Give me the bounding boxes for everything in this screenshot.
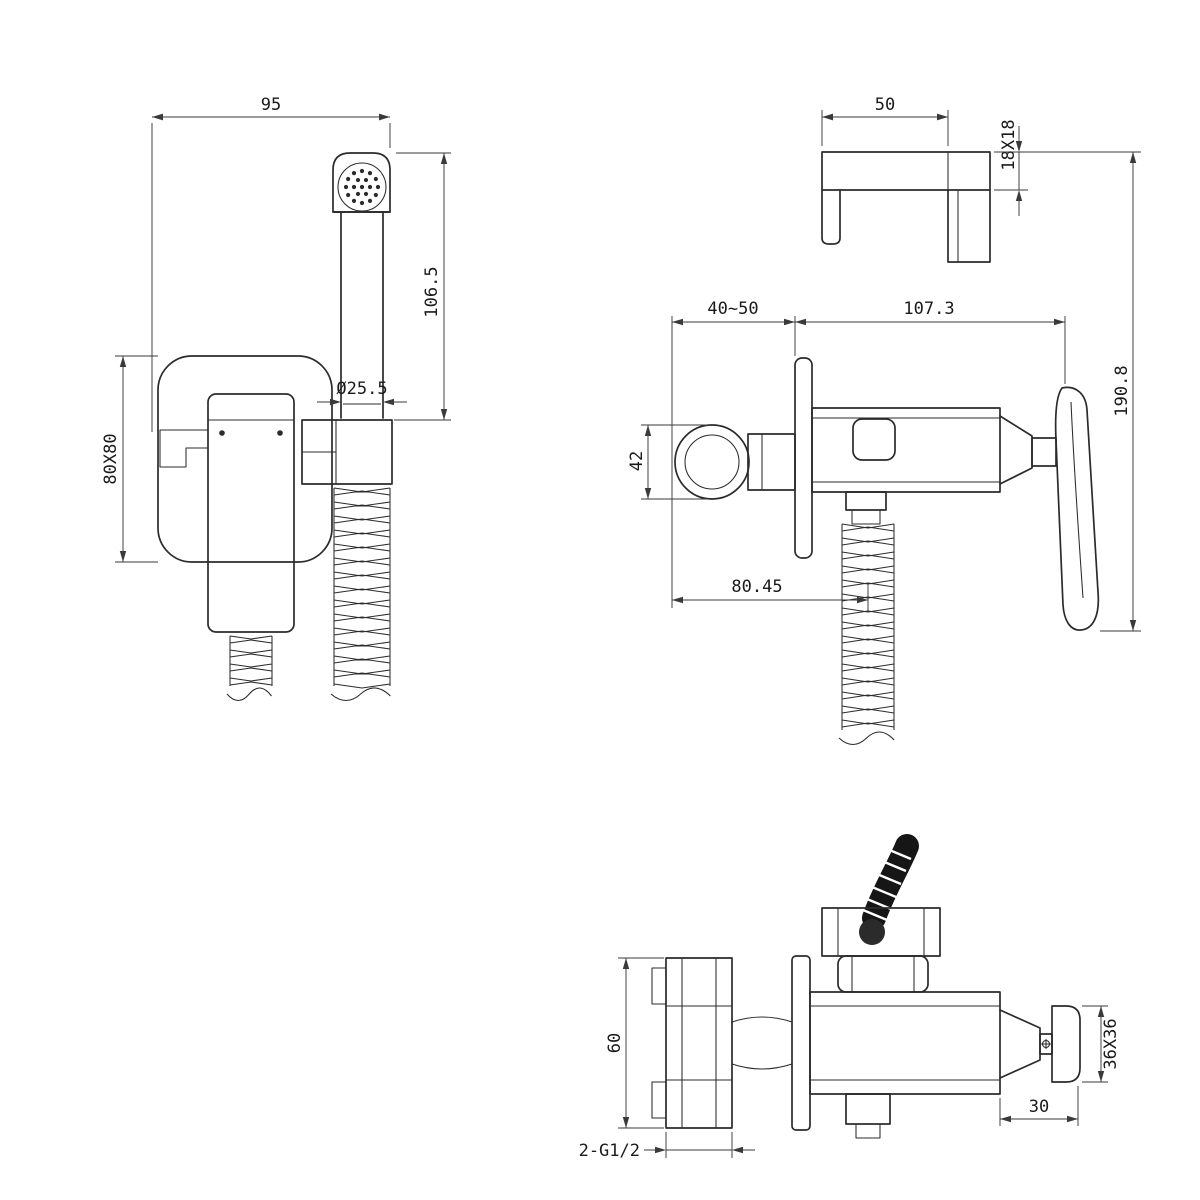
- wall-plate: [157, 355, 333, 563]
- plate-hook: [159, 429, 208, 468]
- diverter-button: [852, 418, 896, 461]
- handle-screw-left: [219, 430, 225, 436]
- valve-body: [811, 407, 1057, 525]
- coiled-hose-dark: [862, 834, 919, 930]
- dim-label-holder-width: 50: [875, 95, 895, 115]
- holder-bracket: [821, 151, 991, 263]
- front-view: 95 106.5 Ø25.5 80X80: [101, 95, 451, 702]
- dim-valve-height: 60: [605, 957, 664, 1129]
- valve-neck-plan: [731, 1016, 793, 1070]
- hose-through-hole: [859, 919, 885, 945]
- hose-outlet-plan: [845, 1093, 891, 1125]
- wall-flange-plan: [791, 955, 811, 1131]
- dim-label-valve-height: 60: [605, 1033, 625, 1053]
- lever-plate-plan: [1041, 1005, 1081, 1083]
- dim-thread-spec: 2-G1/2: [579, 1132, 755, 1161]
- holder-bracket-plan: [821, 907, 941, 993]
- dim-label-sprayer-diameter: Ø25.5: [336, 379, 387, 399]
- shower-hose-front: [330, 487, 391, 702]
- dim-label-inlet-diameter: 42: [627, 451, 647, 471]
- shower-hose-side: [838, 523, 895, 746]
- dim-holder-section: 18X18: [994, 119, 1028, 216]
- dim-label-overall-height: 190.8: [1112, 365, 1132, 416]
- dim-overall-height: 190.8: [994, 151, 1141, 632]
- wall-flange: [794, 357, 813, 559]
- dim-handle-plate-size: 36X36: [1082, 1005, 1121, 1083]
- dim-label-handle-plate-size: 36X36: [1101, 1018, 1121, 1069]
- dim-body-projection: 107.3: [795, 299, 1066, 384]
- spray-face-nozzles: [343, 168, 381, 206]
- dim-label-thread-spec: 2-G1/2: [579, 1141, 640, 1161]
- dim-handle-depth: 30: [999, 1086, 1079, 1126]
- dim-label-body-projection: 107.3: [903, 299, 954, 319]
- dim-label-handle-depth: 30: [1029, 1097, 1049, 1117]
- dim-hose-offset: 80.45: [672, 577, 869, 612]
- outlet-hose-front: [226, 635, 273, 702]
- inlet-fitting-plan: [651, 957, 793, 1129]
- dim-holder-width: 50: [821, 95, 949, 146]
- control-handle: [207, 393, 295, 633]
- dim-inlet-diameter: 42: [627, 424, 710, 500]
- dim-wall-depth: 40~50: [671, 299, 796, 608]
- lever-handle: [1054, 386, 1100, 631]
- dim-sprayer-height: 106.5: [394, 152, 451, 421]
- dim-label-holder-section: 18X18: [999, 119, 1019, 170]
- valve-body-plan: [809, 991, 1053, 1139]
- side-view: 50 18X18 190.8 40~50 107.3: [627, 95, 1141, 746]
- plan-view: 60 2-G1/2 30 36X36: [579, 834, 1121, 1161]
- inlet-valve: [674, 424, 796, 500]
- dim-plate-size: 80X80: [101, 355, 158, 563]
- hand-sprayer: [332, 152, 391, 419]
- dim-label-hose-offset: 80.45: [731, 577, 782, 597]
- dim-sprayer-diameter: Ø25.5: [317, 379, 407, 406]
- dim-label-overall-width: 95: [261, 95, 281, 115]
- handle-screw-right: [277, 430, 283, 436]
- dim-front-overall-width: 95: [151, 95, 391, 432]
- dim-label-sprayer-height: 106.5: [422, 266, 442, 317]
- dim-label-wall-depth: 40~50: [707, 299, 758, 319]
- dim-label-plate-size: 80X80: [101, 433, 121, 484]
- hose-outlet-nut: [845, 491, 887, 511]
- sprayer-holder: [301, 419, 393, 485]
